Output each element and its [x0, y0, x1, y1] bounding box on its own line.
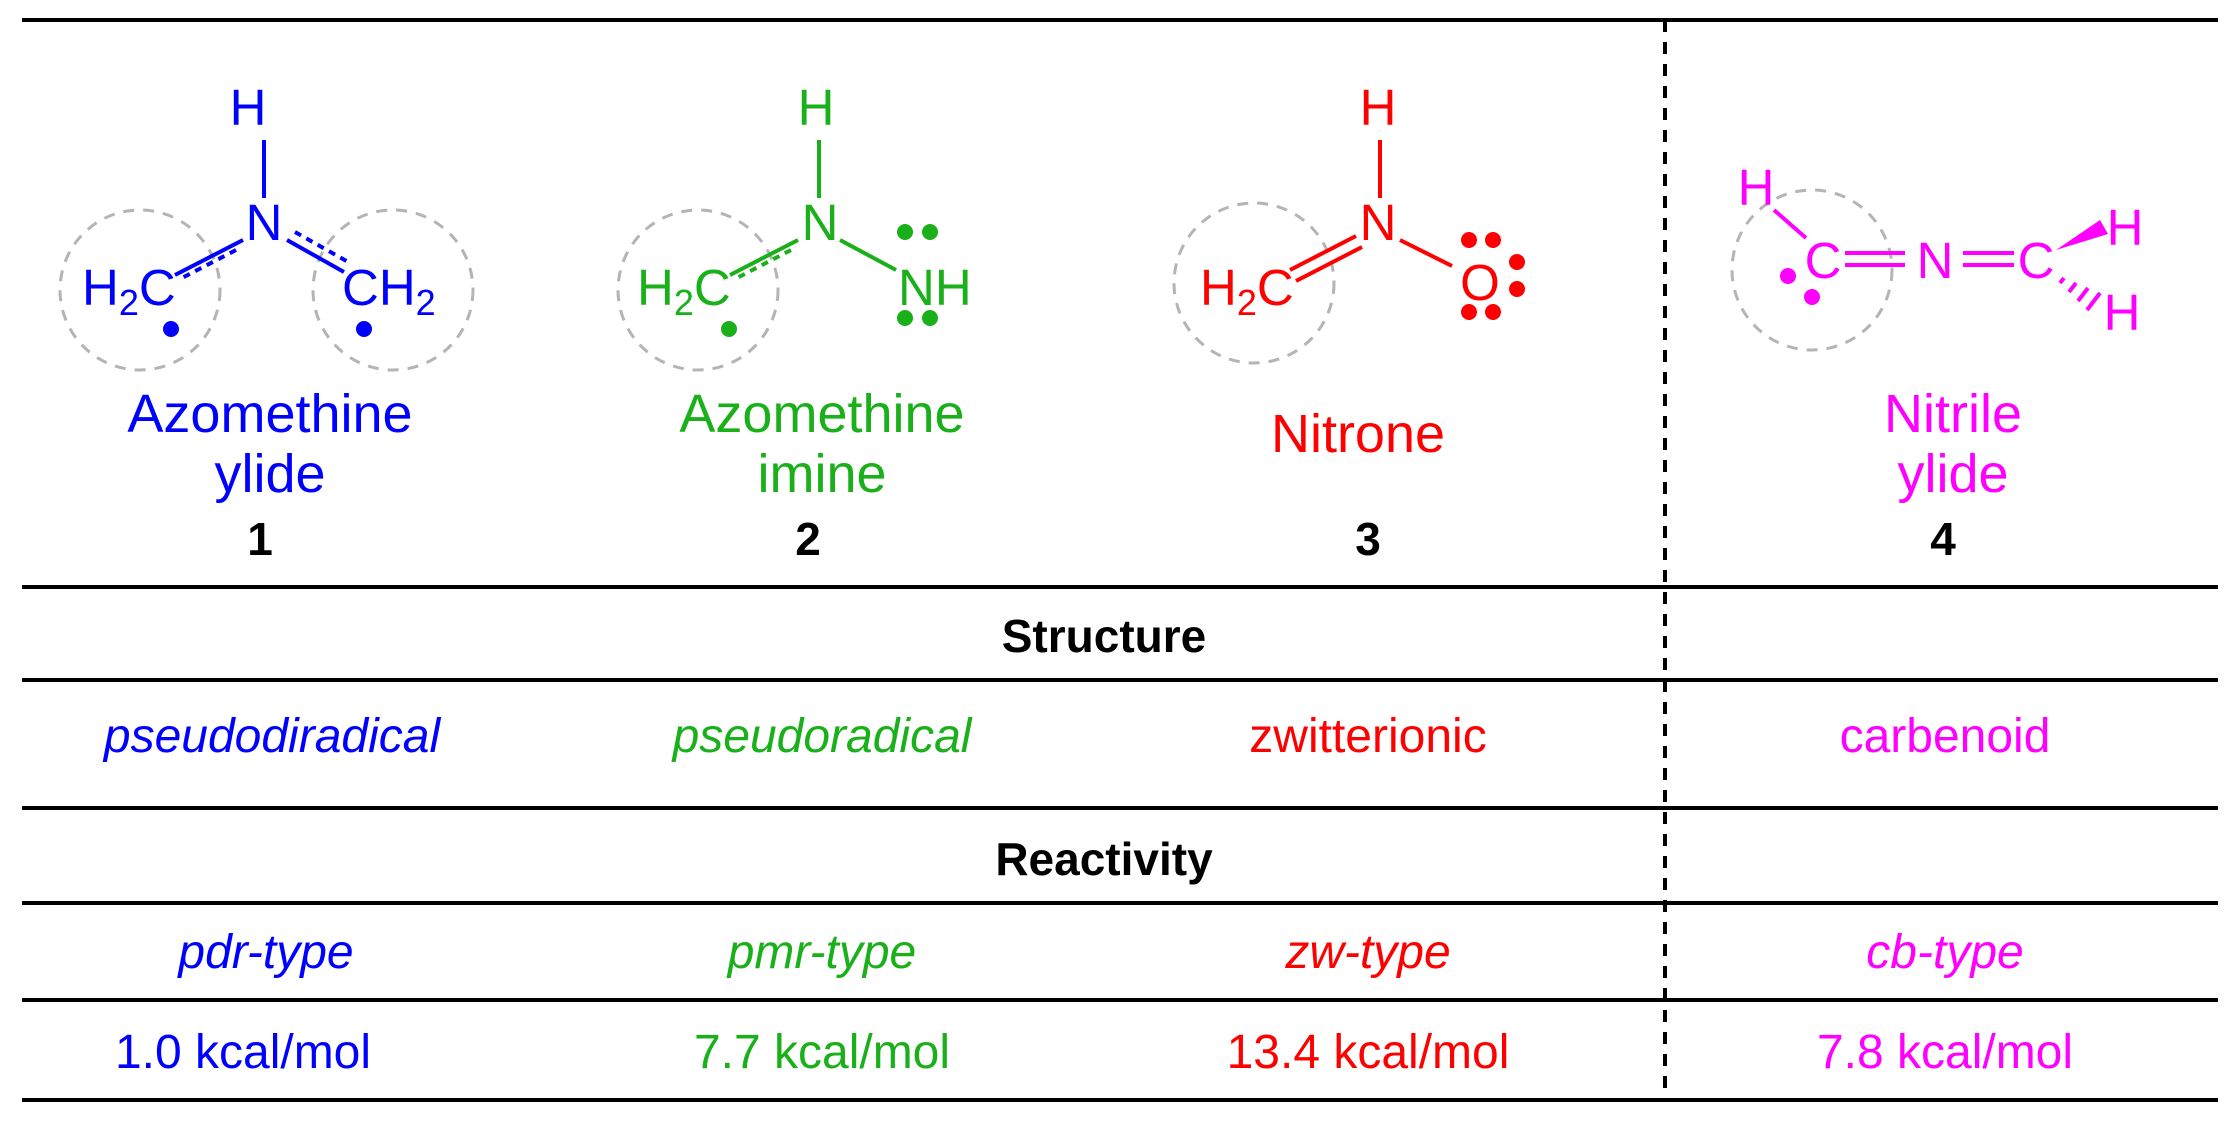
carbenoid-dot-2	[1804, 289, 1820, 305]
name-nitrone: Nitrone	[1271, 404, 1445, 464]
energy-azomethine-imine: 7.7 kcal/mol	[694, 1026, 950, 1079]
group-h2c: H2C	[637, 259, 731, 323]
atom-n: N	[1917, 232, 1954, 289]
reactivity-zw-type: zw-type	[1284, 926, 1450, 979]
dashed-circle-left	[58, 208, 222, 372]
molecule-azomethine-ylide: H N H2C CH2	[58, 79, 475, 372]
compound-number-1: 1	[247, 513, 273, 565]
dashed-circle	[1730, 188, 1894, 352]
header-reactivity: Reactivity	[995, 833, 1213, 885]
atom-h: H	[1360, 79, 1397, 136]
group-h2c-left: H2C	[82, 259, 176, 323]
hash-bond	[2058, 276, 2102, 312]
bond-h-c-left	[1772, 208, 1808, 240]
bond-n-o	[1399, 238, 1453, 268]
bond-n-c-left-dashed	[179, 248, 237, 281]
structure-pseudoradical: pseudoradical	[671, 710, 973, 763]
energy-azomethine-ylide: 1.0 kcal/mol	[115, 1026, 371, 1079]
structure-zwitterionic: zwitterionic	[1249, 710, 1486, 763]
atom-o: O	[1460, 254, 1500, 311]
name-line2-azomethine-imine: imine	[757, 444, 886, 504]
atom-n: N	[246, 194, 283, 251]
atom-h-left: H	[1738, 159, 1775, 216]
name-line1-nitrile-ylide: Nitrile	[1884, 384, 2022, 444]
reactivity-cb-type: cb-type	[1866, 926, 2023, 979]
atom-h: H	[230, 79, 267, 136]
bond-n-c-right	[286, 238, 345, 274]
bond-n-c-1	[1289, 234, 1357, 272]
molecule-nitrile-ylide: H C N C H H	[1730, 159, 2144, 352]
energy-nitrone: 13.4 kcal/mol	[1227, 1026, 1510, 1079]
bond-n-nh	[839, 238, 897, 272]
wedge-bond	[2056, 220, 2108, 250]
radical-dot-left	[163, 321, 179, 337]
bond-n-c	[729, 238, 799, 277]
atom-h-top: H	[2107, 199, 2144, 256]
lone-pairs	[897, 224, 938, 326]
dashed-circle-right	[311, 208, 475, 372]
dashed-circle	[616, 208, 780, 372]
atom-n: N	[1360, 194, 1397, 251]
bond-n-c-dashed	[734, 248, 792, 281]
lone-pairs	[1461, 232, 1525, 320]
group-nh: NH	[898, 259, 972, 316]
molecule-azomethine-imine: H N H2C NH	[616, 79, 972, 372]
name-line1-azomethine-imine: Azomethine	[679, 384, 964, 444]
molecule-nitrone: H N H2C O	[1172, 79, 1525, 365]
structure-carbenoid: carbenoid	[1840, 710, 2051, 763]
compound-number-2: 2	[795, 513, 821, 565]
group-ch2-right: CH2	[342, 259, 436, 323]
bond-n-c-right-dashed	[294, 230, 351, 265]
compound-number-3: 3	[1355, 513, 1381, 565]
bond-n-c-left	[174, 238, 244, 277]
bond-n-c-2	[1295, 245, 1363, 283]
atom-h: H	[798, 79, 835, 136]
energy-nitrile-ylide: 7.8 kcal/mol	[1817, 1026, 2073, 1079]
atom-n: N	[802, 194, 839, 251]
table-rules	[22, 18, 2218, 1102]
header-structure: Structure	[1002, 610, 1206, 662]
reactivity-pdr-type: pdr-type	[176, 926, 353, 979]
group-h2c: H2C	[1200, 259, 1294, 323]
dashed-circle	[1172, 201, 1336, 365]
name-line2-nitrile-ylide: ylide	[1897, 444, 2008, 504]
compound-number-4: 4	[1930, 513, 1956, 565]
structure-pseudodiradical: pseudodiradical	[102, 710, 442, 763]
atom-h-bottom: H	[2104, 284, 2141, 341]
atom-c-right: C	[2018, 232, 2055, 289]
atom-c-left: C	[1805, 232, 1842, 289]
radical-dot-right	[356, 321, 372, 337]
carbenoid-dot-1	[1780, 268, 1796, 284]
reactivity-pmr-type: pmr-type	[726, 926, 917, 979]
name-line2-azomethine-ylide: ylide	[214, 444, 325, 504]
name-line1-azomethine-ylide: Azomethine	[127, 384, 412, 444]
radical-dot	[721, 321, 737, 337]
